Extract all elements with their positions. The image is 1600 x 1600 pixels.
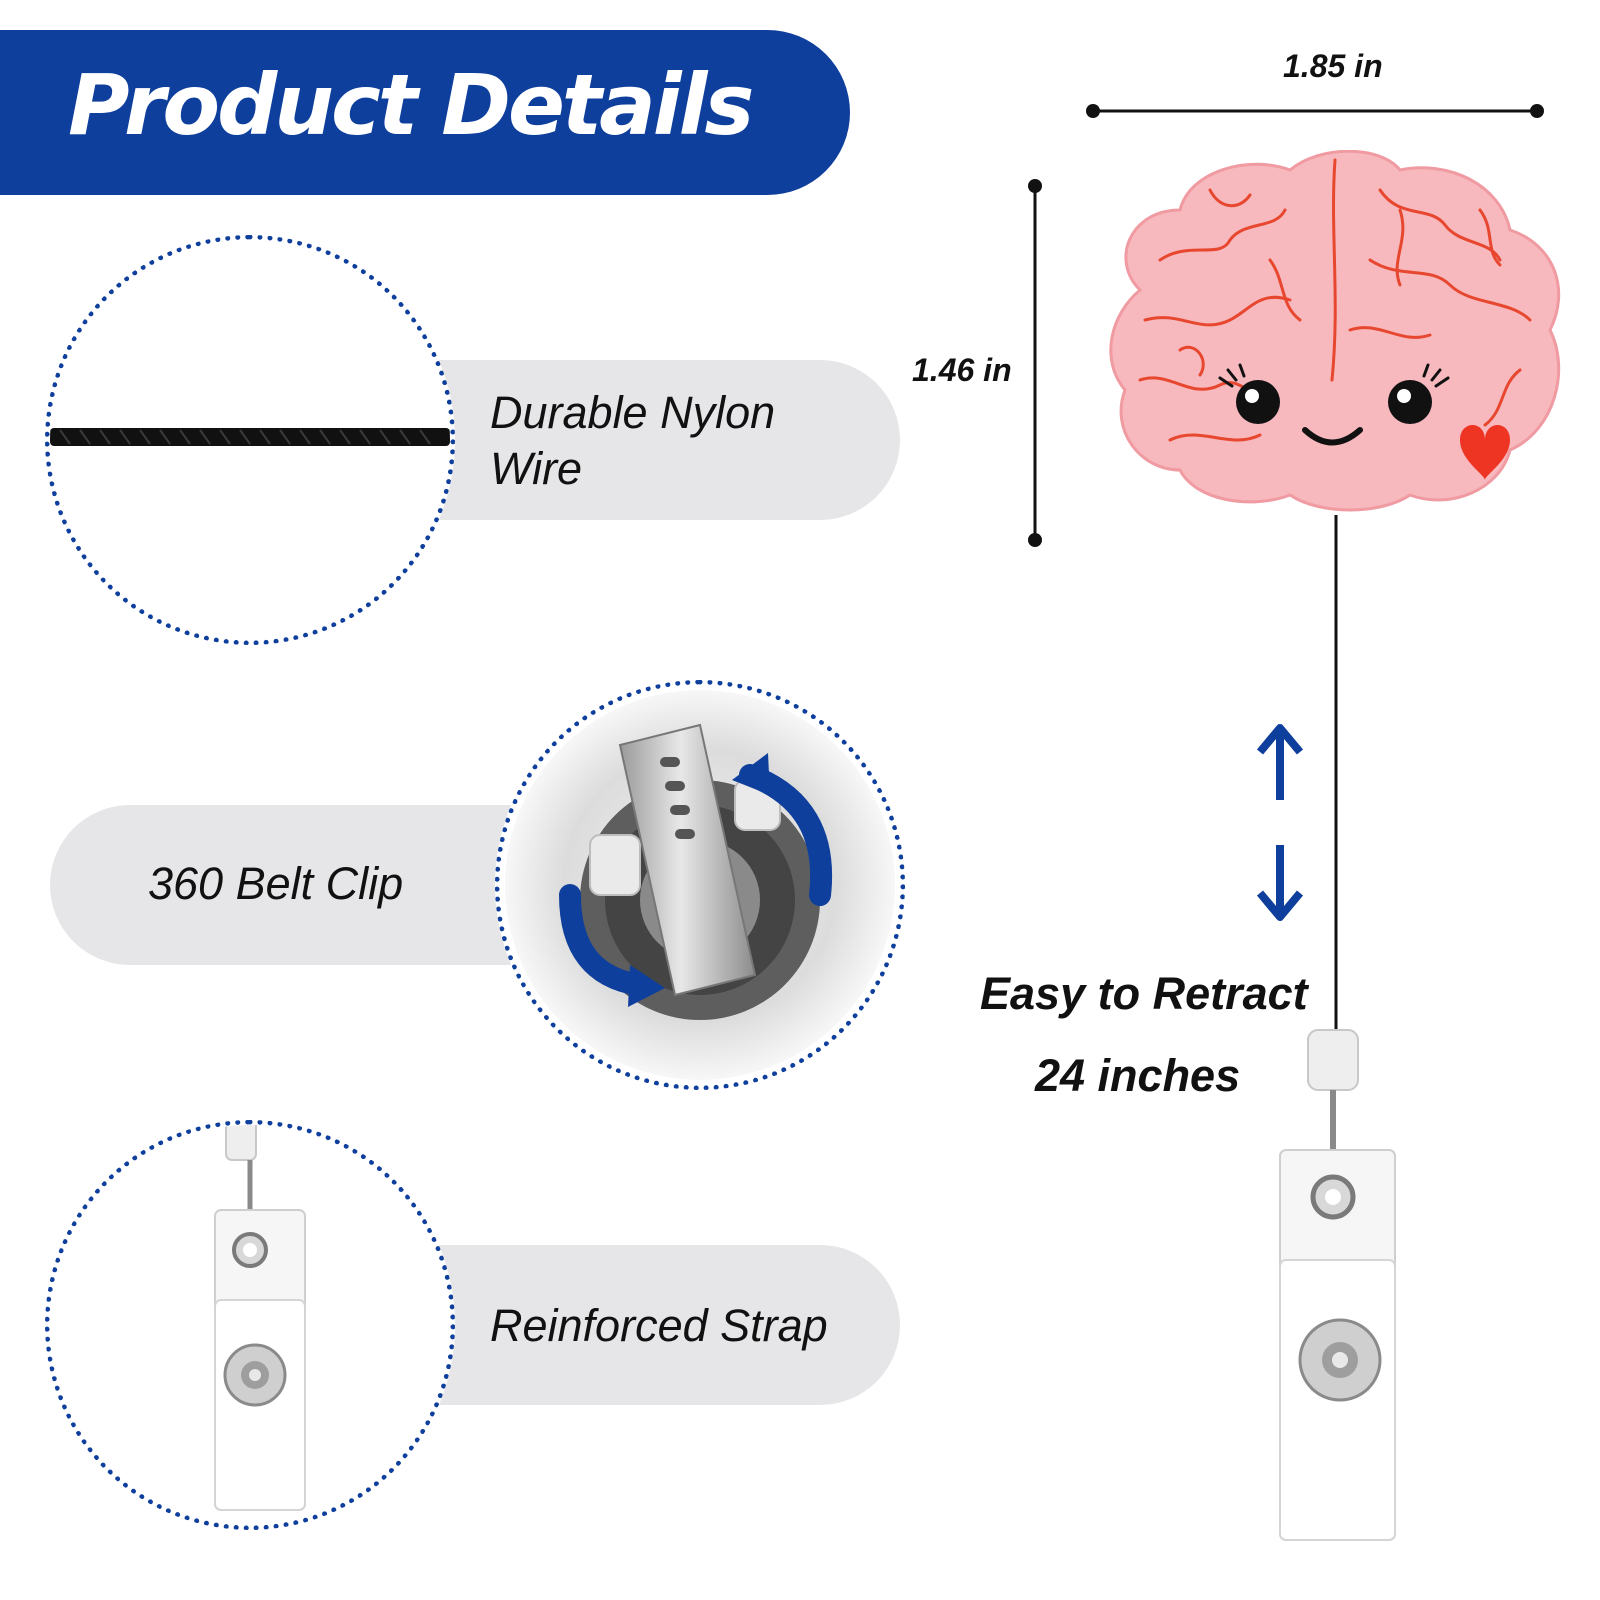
height-dimension-label: 1.46 in <box>912 352 1012 388</box>
nylon-wire-icon <box>50 428 450 446</box>
feature-label-strap: Reinforced Strap <box>490 1300 828 1351</box>
header-banner <box>0 30 850 195</box>
feature-label-belt-clip: 360 Belt Clip <box>148 858 404 909</box>
strap-circle <box>45 1120 455 1530</box>
retract-callout-line1: Easy to Retract <box>980 968 1308 1019</box>
feature-label-nylon-wire: Durable Nylon Wire <box>490 387 776 494</box>
retract-down-arrow-icon <box>1256 845 1304 921</box>
badge-reel-strap-icon <box>1279 1029 1396 1541</box>
retract-callout-line2: 24 inches <box>1035 1050 1241 1101</box>
brain-badge-icon <box>1109 150 1561 512</box>
retract-cord <box>1334 515 1338 1030</box>
width-dimension-label: 1.85 in <box>1283 48 1383 84</box>
page-title: Product Details <box>68 56 754 154</box>
belt-clip-circle <box>495 680 905 1090</box>
badge-strap-icon <box>214 1125 306 1511</box>
nylon-wire-circle <box>45 235 455 645</box>
retract-up-arrow-icon <box>1256 724 1304 800</box>
width-dimension-line <box>1086 104 1544 118</box>
height-dimension-line <box>1028 179 1042 547</box>
rotating-clip-icon <box>505 690 895 1080</box>
